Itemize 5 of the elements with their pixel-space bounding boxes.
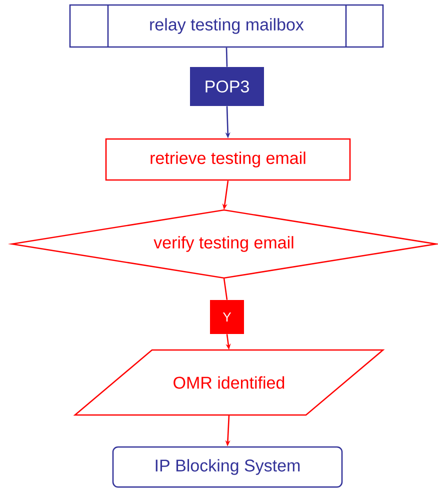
process-box: relay testing mailbox bbox=[69, 4, 384, 48]
terminal-box: IP Blocking System bbox=[112, 446, 343, 488]
label-box: POP3 bbox=[190, 67, 264, 106]
process-box: retrieve testing email bbox=[105, 138, 351, 181]
label-box: Y bbox=[210, 300, 244, 334]
